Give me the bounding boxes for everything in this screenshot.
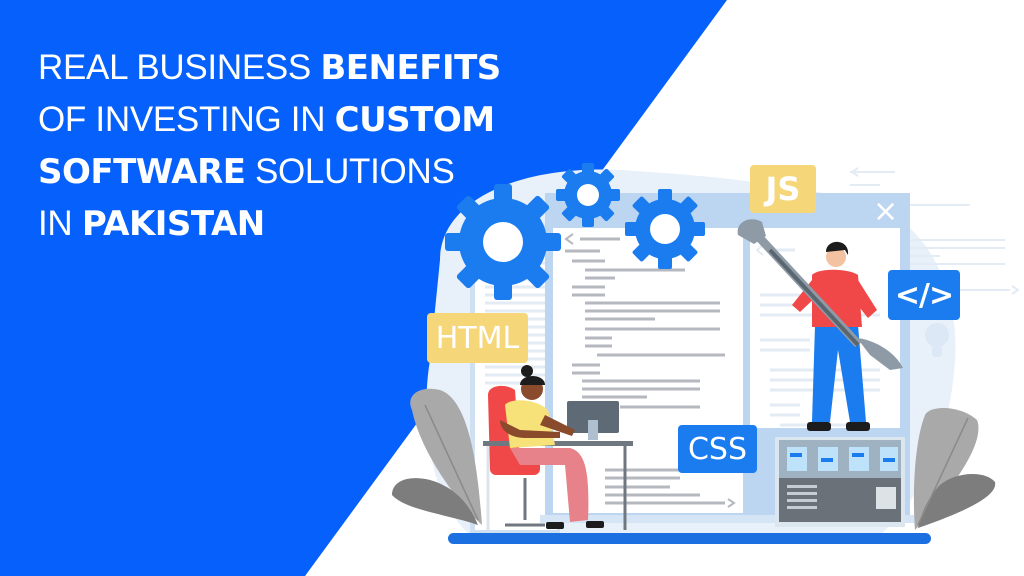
- plant-icon-right: [913, 408, 996, 530]
- js-badge: JS: [750, 165, 816, 213]
- plant-icon-left: [392, 388, 482, 525]
- headline-line-3: SOFTWARE SOLUTIONS: [38, 152, 455, 192]
- wrench-icon: [737, 219, 903, 370]
- headline: REAL BUSINESS BENEFITS OF INVESTING IN C…: [38, 42, 501, 250]
- css-badge: CSS: [678, 425, 757, 473]
- headline-line-4: IN PAKISTAN: [38, 204, 265, 244]
- background-code-lines: [850, 167, 1020, 295]
- headline-line-2: OF INVESTING IN CUSTOM: [38, 100, 495, 140]
- html-badge: HTML: [427, 313, 528, 363]
- code-lines-main: [564, 233, 736, 508]
- base-bar: [448, 533, 931, 544]
- code-tag-badge: </>: [888, 270, 960, 320]
- developer-woman: [483, 365, 633, 530]
- headline-line-1: REAL BUSINESS BENEFITS: [38, 48, 501, 88]
- gear-icon-small: [556, 163, 620, 227]
- server-rack-icon: [775, 437, 905, 527]
- close-icon: ×: [873, 194, 899, 229]
- gear-icon-large: [445, 184, 561, 300]
- lightbulb-icon: [925, 323, 949, 357]
- gear-icon-medium: [625, 189, 705, 269]
